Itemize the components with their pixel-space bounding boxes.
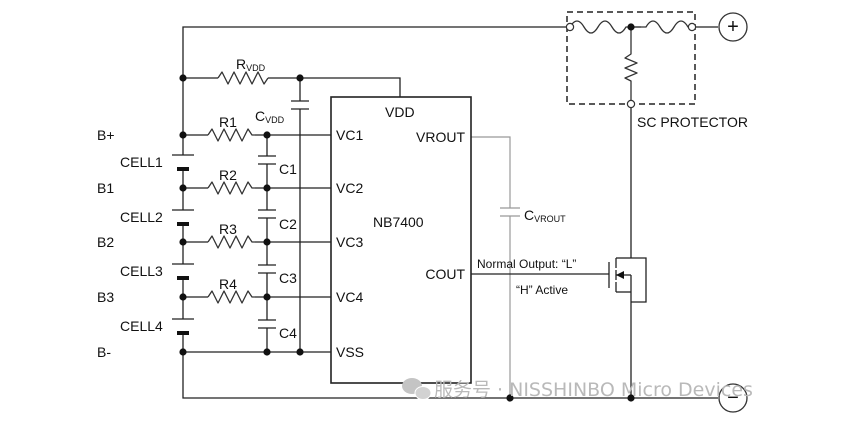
cell3-label: CELL3 <box>120 263 163 279</box>
c4-capacitor <box>258 319 276 329</box>
cvrout-label: CVROUT <box>524 207 566 224</box>
cvdd-label: CVDD <box>255 108 285 125</box>
c3-capacitor <box>258 264 276 274</box>
node-label-b2: B2 <box>97 234 114 250</box>
plus-terminal-symbol: + <box>727 16 739 38</box>
r2-label: R2 <box>219 167 237 183</box>
rvdd-label: RVDD <box>236 56 266 73</box>
node-label-bminus: B- <box>97 344 111 360</box>
cvdd-capacitor <box>291 100 309 110</box>
vrout-wire <box>471 136 511 398</box>
pin-label-cout: COUT <box>425 266 465 282</box>
cvdd-label-main: C <box>255 108 265 124</box>
protector-fuse-left <box>569 20 641 34</box>
cell1-battery-symbol <box>172 154 194 171</box>
sc-protector-label: SC PROTECTOR <box>637 114 748 130</box>
cvrout-label-sub: VROUT <box>534 214 566 224</box>
c3-label: C3 <box>279 270 297 286</box>
mosfet-symbol <box>608 257 647 303</box>
r3-resistor <box>207 235 255 249</box>
node-label-b3: B3 <box>97 289 114 305</box>
pin-label-vss: VSS <box>336 344 364 360</box>
top-rail-wire <box>182 26 567 78</box>
cell1-label: CELL1 <box>120 154 163 170</box>
nb7400-ic-box <box>330 96 472 384</box>
left-bus-bottom <box>182 335 510 399</box>
protector-terminal-bottom <box>626 99 636 109</box>
cell2-battery-symbol <box>172 209 194 226</box>
c2-capacitor <box>258 209 276 219</box>
node-label-b1: B1 <box>97 180 114 196</box>
cvrout-capacitor <box>500 207 520 217</box>
cell3-battery-symbol <box>172 263 194 280</box>
c1-label: C1 <box>279 161 297 177</box>
watermark: 服务号 · NISSHINBO Micro Devices <box>402 378 753 401</box>
rvdd-wire <box>183 77 401 97</box>
protector-heater-resistor <box>624 27 638 104</box>
r3-label: R3 <box>219 221 237 237</box>
c4-label: C4 <box>279 325 297 341</box>
normal-output-label: Normal Output: “L” <box>477 257 576 271</box>
protector-terminal-right <box>687 22 697 32</box>
rvdd-label-main: R <box>236 56 246 72</box>
protector-terminal-left <box>565 22 575 32</box>
pin-label-vc4: VC4 <box>336 289 363 305</box>
c2-label: C2 <box>279 216 297 232</box>
r4-resistor <box>207 290 255 304</box>
rvdd-label-sub: VDD <box>246 63 266 73</box>
cell4-battery-symbol <box>172 318 194 335</box>
pin-label-vrout: VROUT <box>416 129 465 145</box>
junction-dots <box>179 74 635 402</box>
pin-label-vc2: VC2 <box>336 180 363 196</box>
wechat-logo-icon <box>402 378 432 400</box>
r4-label: R4 <box>219 276 237 292</box>
plus-terminal: + <box>718 12 748 42</box>
r2-resistor <box>207 181 255 195</box>
cell2-label: CELL2 <box>120 209 163 225</box>
minus-terminal: − <box>718 383 748 413</box>
r1-resistor <box>207 128 255 142</box>
c1-capacitor <box>258 155 276 165</box>
cvrout-label-main: C <box>524 207 534 223</box>
pin-label-vc1: VC1 <box>336 127 363 143</box>
cell4-label: CELL4 <box>120 318 163 334</box>
h-active-label: “H” Active <box>516 283 568 297</box>
pin-label-vc3: VC3 <box>336 234 363 250</box>
node-label-bplus: B+ <box>97 127 115 143</box>
cvdd-label-sub: VDD <box>265 115 285 125</box>
rvdd-resistor <box>217 71 269 85</box>
protector-junction-dot <box>627 23 635 31</box>
watermark-text: 服务号 · NISSHINBO Micro Devices <box>434 379 753 401</box>
minus-terminal-symbol: − <box>727 387 739 409</box>
pin-label-vdd: VDD <box>385 104 415 120</box>
r1-label: R1 <box>219 114 237 130</box>
protector-fuse-right <box>631 20 692 34</box>
ic-name-label: NB7400 <box>373 214 424 230</box>
